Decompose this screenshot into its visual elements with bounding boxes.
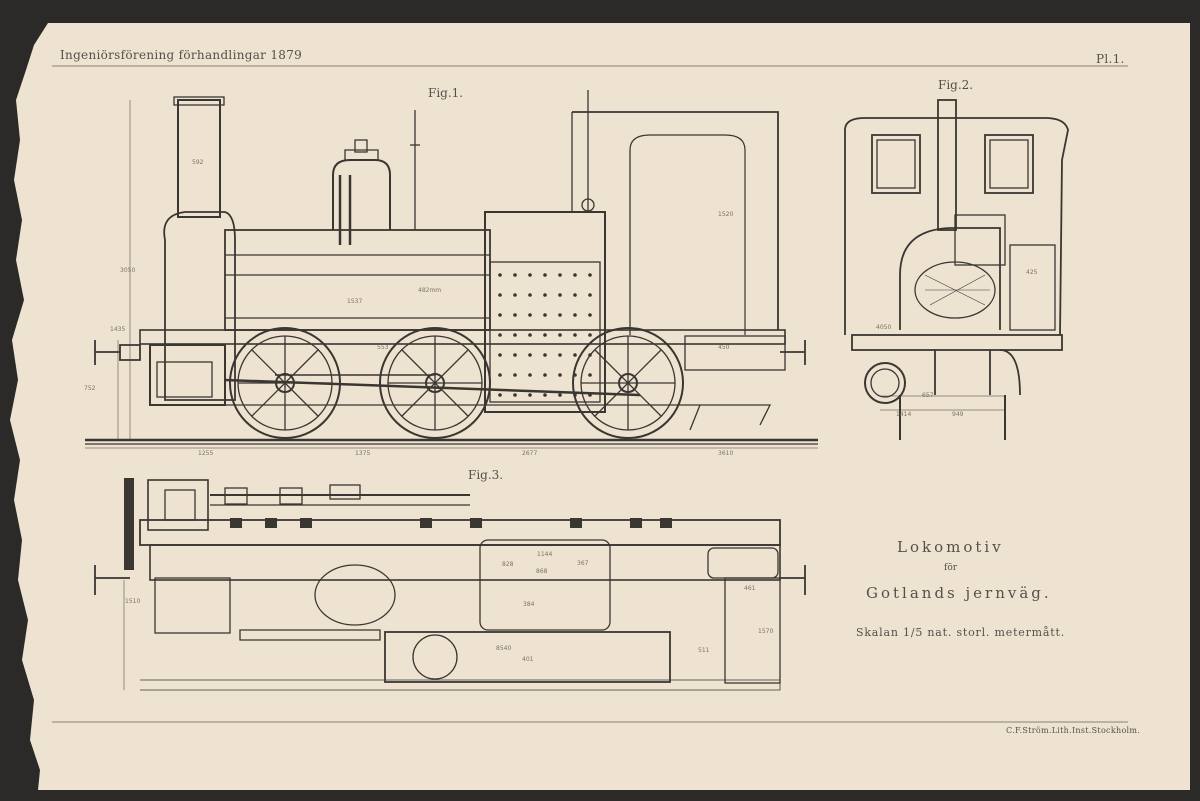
title-gotlands: Gotlands jernväg. [866, 584, 1052, 602]
dim-label: 482mm [418, 287, 442, 294]
dim-label: 868 [536, 568, 548, 575]
fig3-label: Fig.3. [468, 468, 504, 482]
plate-number: Pl.1. [1096, 52, 1125, 66]
title-for: för [944, 563, 958, 573]
dim-label: 511 [698, 647, 710, 654]
dim-label: 3610 [718, 450, 734, 457]
dim-label: 461 [744, 585, 756, 592]
paper-shape [10, 23, 1190, 790]
dim-label: 1255 [198, 450, 214, 457]
fig2-label: Fig.2. [938, 78, 974, 92]
dim-label: 3050 [120, 267, 136, 274]
dim-label: 1520 [718, 211, 734, 218]
dim-label: 425 [1026, 269, 1038, 276]
fig3-drawing [94, 478, 806, 691]
lithographer-credit: C.F.Ström.Lith.Inst.Stockholm. [1006, 726, 1141, 735]
fig1-drawing [85, 90, 818, 449]
dim-label: 1510 [125, 598, 141, 605]
dim-label: 8540 [496, 645, 512, 652]
dim-label: 2677 [522, 450, 538, 457]
scale-note: Skalan 1/5 nat. storl. metermått. [856, 626, 1065, 639]
dim-label: 828 [502, 561, 514, 568]
title-lokomotiv: Lokomotiv [897, 538, 1004, 556]
dim-label: 4050 [876, 324, 892, 331]
dim-label: 1570 [758, 628, 774, 635]
dim-label: 384 [523, 601, 535, 608]
dim-label: 949 [952, 411, 964, 418]
dim-label: 1144 [537, 551, 553, 558]
fig1-label: Fig.1. [428, 86, 464, 100]
dim-label: 450 [718, 344, 730, 351]
dim-label: 401 [522, 656, 534, 663]
dim-label: 752 [84, 385, 96, 392]
dim-label: 657 [922, 392, 934, 399]
dim-label: 1414 [896, 411, 912, 418]
dim-label: 1375 [355, 450, 371, 457]
dim-label: 592 [192, 159, 204, 166]
dim-label: 1435 [110, 326, 126, 333]
dim-label: 1537 [347, 298, 363, 305]
fig2-drawing [844, 99, 1069, 440]
dim-label: 367 [577, 560, 589, 567]
dim-label: 553 [377, 344, 389, 351]
journal-header: Ingeniörsförening förhandlingar 1879 [60, 48, 303, 62]
